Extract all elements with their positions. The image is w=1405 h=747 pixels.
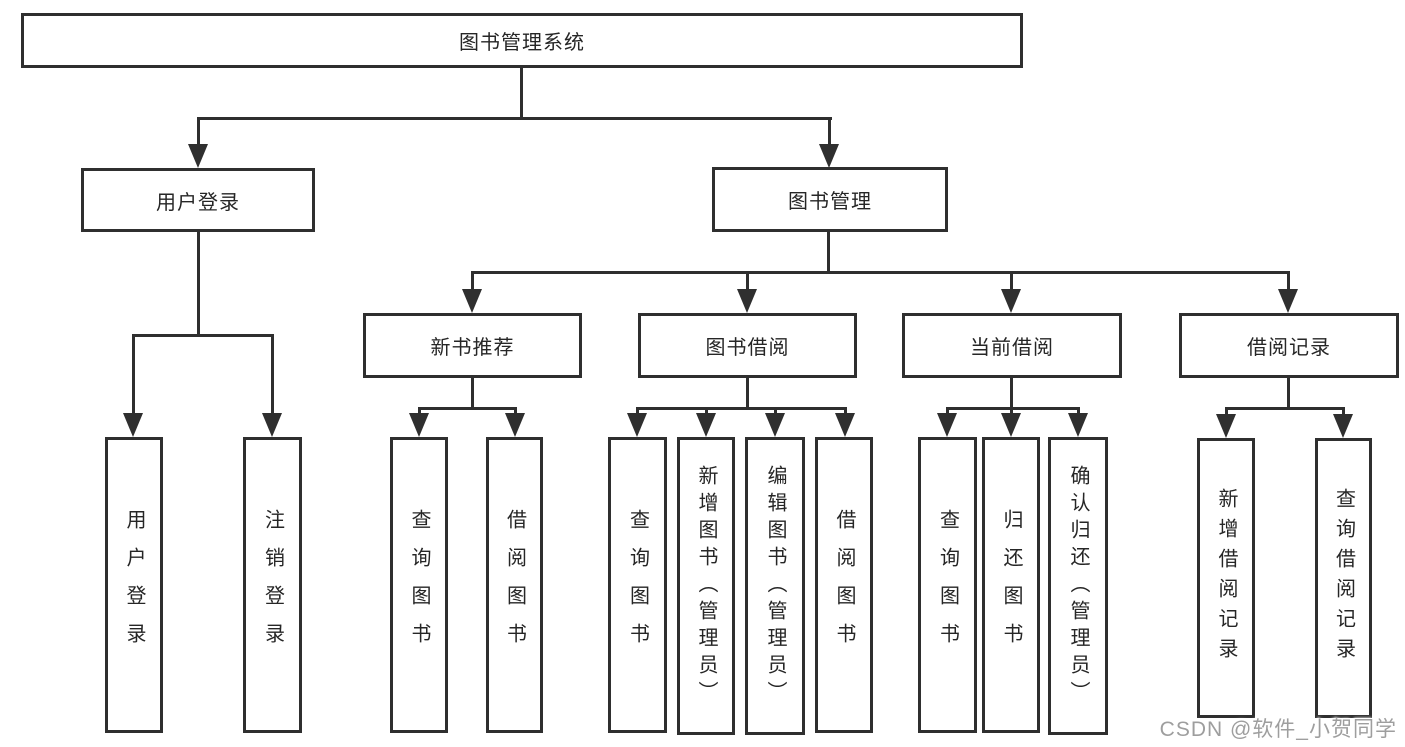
connector-newbook-hline — [418, 407, 517, 410]
arrowhead-icon — [1001, 413, 1021, 437]
connector-stub-current-borrow — [1010, 271, 1013, 293]
node-user-login: 用户登录 — [81, 168, 315, 232]
connector-stub-leaf-login — [132, 334, 135, 416]
arrowhead-icon — [123, 413, 143, 437]
connector-stub-book-borrow — [746, 271, 749, 293]
leaf-add-borrow-record: 新增借阅记录 — [1197, 438, 1255, 718]
arrowhead-icon — [737, 289, 757, 313]
leaf-query-books-borrow: 查询图书 — [608, 437, 667, 733]
arrowhead-icon — [937, 413, 957, 437]
arrowhead-icon — [409, 413, 429, 437]
connector-bookborrow-vline — [746, 378, 749, 410]
arrowhead-icon — [1216, 414, 1236, 438]
arrowhead-icon — [262, 413, 282, 437]
node-book-borrow: 图书借阅 — [638, 313, 857, 378]
leaf-return-books: 归还图书 — [982, 437, 1040, 733]
connector-stub-new-book — [471, 271, 474, 293]
connector-bookborrow-hline — [636, 407, 847, 410]
connector-bookmgmt-vline — [827, 232, 830, 274]
node-current-borrow: 当前借阅 — [902, 313, 1122, 378]
leaf-query-books-current: 查询图书 — [918, 437, 977, 733]
node-book-management: 图书管理 — [712, 167, 948, 232]
arrowhead-icon — [696, 413, 716, 437]
arrowhead-icon — [1278, 289, 1298, 313]
connector-currentborrow-vline — [1010, 378, 1013, 410]
connector-borrowrecords-hline — [1225, 407, 1345, 410]
arrowhead-icon — [188, 144, 208, 168]
connector-borrowrecords-vline — [1287, 378, 1290, 410]
connector-root-hline — [197, 117, 832, 120]
connector-userlogin-hline — [132, 334, 274, 337]
arrowhead-icon — [462, 289, 482, 313]
arrowhead-icon — [505, 413, 525, 437]
csdn-watermark: CSDN @软件_小贺同学 — [1159, 718, 1397, 741]
arrowhead-icon — [819, 144, 839, 168]
arrowhead-icon — [765, 413, 785, 437]
leaf-borrow-books-recommend: 借阅图书 — [486, 437, 543, 733]
node-new-book-recommend: 新书推荐 — [363, 313, 582, 378]
leaf-edit-books-admin: 编辑图书（管理员） — [745, 437, 805, 735]
connector-currentborrow-hline — [946, 407, 1080, 410]
connector-stub-book-management — [828, 117, 831, 150]
leaf-confirm-return-admin: 确认归还（管理员） — [1048, 437, 1108, 735]
arrowhead-icon — [1001, 289, 1021, 313]
connector-bookmgmt-hline — [471, 271, 1290, 274]
node-root-library-system: 图书管理系统 — [21, 13, 1023, 68]
connector-userlogin-vline — [197, 232, 200, 337]
arrowhead-icon — [1333, 414, 1353, 438]
leaf-query-borrow-record: 查询借阅记录 — [1315, 438, 1372, 718]
leaf-user-login: 用户登录 — [105, 437, 163, 733]
connector-stub-borrow-records — [1287, 271, 1290, 293]
leaf-add-books-admin: 新增图书（管理员） — [677, 437, 735, 735]
connector-root-vline — [520, 68, 523, 120]
arrowhead-icon — [835, 413, 855, 437]
leaf-logout: 注销登录 — [243, 437, 302, 733]
leaf-query-books-recommend: 查询图书 — [390, 437, 448, 733]
arrowhead-icon — [627, 413, 647, 437]
arrowhead-icon — [1068, 413, 1088, 437]
node-borrow-records: 借阅记录 — [1179, 313, 1399, 378]
connector-stub-user-login — [197, 117, 200, 150]
connector-newbook-vline — [471, 378, 474, 410]
connector-stub-leaf-logout — [271, 334, 274, 416]
leaf-borrow-books: 借阅图书 — [815, 437, 873, 733]
